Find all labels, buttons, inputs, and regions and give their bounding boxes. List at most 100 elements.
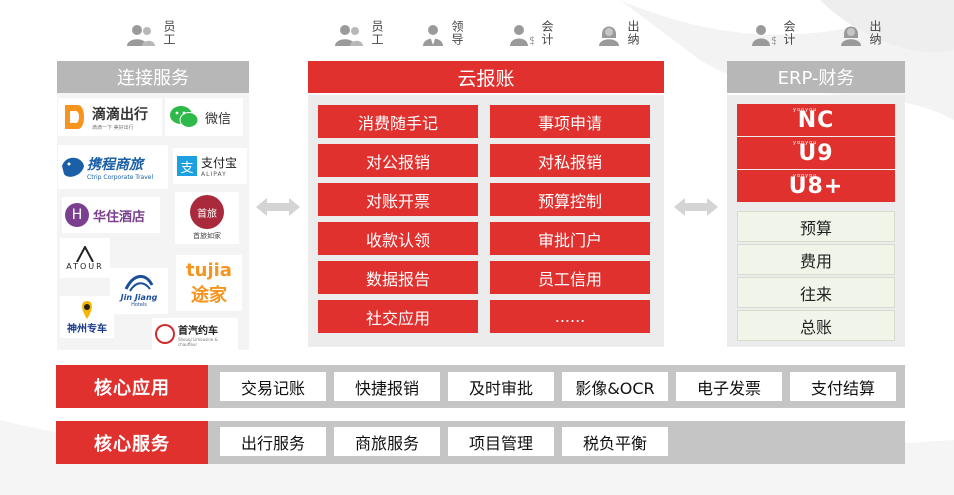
logo-shouluu: 首旅 首旅如家 bbox=[175, 192, 239, 244]
feature-personal-reimbursement[interactable]: 对私报销 bbox=[490, 144, 650, 177]
nc-brand: yonyou bbox=[793, 107, 818, 113]
roles-center: 员工 领导 $ 会计 出纳 bbox=[334, 20, 686, 46]
role-label: 员工 bbox=[162, 20, 176, 46]
feature-budget-control[interactable]: 预算控制 bbox=[490, 183, 650, 216]
role-accountant: $ 会计 bbox=[510, 20, 598, 46]
core-services-title: 核心服务 bbox=[56, 421, 208, 464]
employee-icon bbox=[127, 25, 155, 46]
wechat-name: 微信 bbox=[205, 111, 232, 127]
shenzhou-pin-icon bbox=[82, 300, 92, 319]
core-app-transaction-booking[interactable]: 交易记账 bbox=[220, 372, 326, 401]
connect-services-title: 连接服务 bbox=[57, 61, 249, 93]
logo-shenzhou: 神州专车 bbox=[60, 296, 114, 338]
didi-slogan: 滴滴一下 美好出行 bbox=[92, 124, 134, 131]
shouluu-name: 首旅如家 bbox=[193, 232, 221, 240]
accountant-icon: $ bbox=[752, 25, 776, 46]
feature-payment-claim[interactable]: 收款认领 bbox=[318, 222, 478, 255]
feature-approval-portal[interactable]: 审批门户 bbox=[490, 222, 650, 255]
huazhu-name: 华住酒店 bbox=[93, 209, 146, 225]
erp-module-receivables-payables[interactable]: 往来 bbox=[737, 277, 895, 308]
product-u9: yonyou U9 bbox=[737, 137, 895, 169]
product-nc: yonyou NC bbox=[737, 104, 895, 136]
product-u8plus: yonyou U8+ bbox=[737, 170, 895, 202]
erp-module-general-ledger[interactable]: 总账 bbox=[737, 310, 895, 341]
core-app-instant-approval[interactable]: 及时审批 bbox=[448, 372, 554, 401]
nc-name: NC bbox=[797, 107, 835, 133]
employee-icon bbox=[335, 25, 363, 46]
feature-expense-notes[interactable]: 消费随手记 bbox=[318, 105, 478, 138]
shouluu-seal-icon: 首旅 bbox=[190, 195, 224, 229]
shenzhou-name: 神州专车 bbox=[67, 323, 107, 335]
erp-module-expense[interactable]: 费用 bbox=[737, 244, 895, 275]
svg-text:$: $ bbox=[771, 34, 776, 46]
core-app-quick-reimbursement[interactable]: 快捷报销 bbox=[334, 372, 440, 401]
logo-wechat: 微信 bbox=[165, 98, 243, 136]
cashier-icon bbox=[599, 26, 619, 46]
u8-brand: yonyou bbox=[793, 173, 818, 179]
double-arrow-icon bbox=[256, 198, 300, 216]
role-label: 出纳 bbox=[626, 20, 640, 46]
role-label: 出纳 bbox=[868, 20, 882, 46]
cloud-expense-title: 云报账 bbox=[308, 61, 664, 93]
logo-shouqi: 首汽约车 Shouqi Limousine & chauffeur bbox=[152, 318, 238, 350]
jinjiang-logo-icon bbox=[124, 274, 154, 292]
logo-jinjiang: Jin Jiang Hotels bbox=[110, 268, 168, 314]
feature-social-apps[interactable]: 社交应用 bbox=[318, 300, 478, 333]
logo-tujia: tujia 途家 bbox=[176, 255, 242, 311]
role-cashier: 出纳 bbox=[598, 20, 686, 46]
double-arrow-icon bbox=[674, 198, 718, 216]
core-service-project-management[interactable]: 项目管理 bbox=[448, 427, 554, 456]
ctrip-sub: Ctrip Corporate Travel bbox=[87, 173, 154, 181]
feature-more[interactable]: ...... bbox=[490, 300, 650, 333]
didi-name: 滴滴出行 bbox=[92, 106, 148, 123]
wechat-logo-icon bbox=[170, 106, 199, 128]
didi-logo-icon bbox=[65, 105, 84, 129]
logo-atour: ATOUR bbox=[60, 238, 110, 278]
ctrip-dolphin-icon bbox=[62, 157, 84, 177]
tujia-name: tujia bbox=[186, 259, 232, 281]
role-employee: 员工 bbox=[334, 20, 422, 46]
tujia-cn-name: 途家 bbox=[191, 284, 227, 306]
atour-name: ATOUR bbox=[66, 261, 104, 271]
shouqi-sub: Shouqi Limousine & chauffeur bbox=[177, 336, 218, 347]
role-cashier: 出纳 bbox=[840, 20, 928, 46]
role-leader: 领导 bbox=[422, 20, 510, 46]
feature-reconciliation-invoicing[interactable]: 对账开票 bbox=[318, 183, 478, 216]
core-apps-title: 核心应用 bbox=[56, 365, 208, 408]
erp-module-budget[interactable]: 预算 bbox=[737, 211, 895, 242]
ctrip-name: 携程商旅 bbox=[87, 156, 143, 173]
shouqi-name: 首汽约车 bbox=[177, 325, 218, 337]
feature-data-report[interactable]: 数据报告 bbox=[318, 261, 478, 294]
logo-ctrip: 携程商旅 Ctrip Corporate Travel bbox=[58, 145, 168, 189]
huazhu-logo-icon: H bbox=[65, 203, 89, 227]
u8-name: U8+ bbox=[788, 173, 844, 199]
role-label: 领导 bbox=[450, 20, 464, 46]
role-accountant: $ 会计 bbox=[752, 20, 840, 46]
alipay-logo-icon: 支 bbox=[177, 156, 197, 176]
core-app-payment-settlement[interactable]: 支付结算 bbox=[790, 372, 896, 401]
shouqi-logo-icon bbox=[155, 324, 175, 344]
role-employee: 员工 bbox=[126, 20, 214, 46]
role-label: 会计 bbox=[782, 20, 796, 46]
roles-right: $ 会计 出纳 bbox=[752, 20, 928, 46]
core-service-tax-balance[interactable]: 税负平衡 bbox=[562, 427, 668, 456]
accountant-icon: $ bbox=[510, 25, 534, 46]
alipay-sub: ALIPAY bbox=[201, 171, 227, 178]
cashier-icon bbox=[841, 26, 861, 46]
erp-finance-title: ERP-财务 bbox=[727, 61, 905, 93]
logo-huazhu: H 华住酒店 bbox=[62, 197, 160, 233]
role-label: 会计 bbox=[540, 20, 554, 46]
feature-corporate-reimbursement[interactable]: 对公报销 bbox=[318, 144, 478, 177]
feature-item-request[interactable]: 事项申请 bbox=[490, 105, 650, 138]
core-service-business-travel[interactable]: 商旅服务 bbox=[334, 427, 440, 456]
roles-left: 员工 bbox=[126, 20, 214, 46]
core-app-image-ocr[interactable]: 影像&OCR bbox=[562, 372, 668, 401]
logo-didi: 滴滴出行 滴滴一下 美好出行 bbox=[58, 98, 162, 136]
leader-icon bbox=[423, 25, 443, 46]
core-service-travel[interactable]: 出行服务 bbox=[220, 427, 326, 456]
feature-employee-credit[interactable]: 员工信用 bbox=[490, 261, 650, 294]
logo-alipay: 支 支付宝 ALIPAY bbox=[173, 148, 247, 184]
core-app-e-invoice[interactable]: 电子发票 bbox=[676, 372, 782, 401]
atour-logo-icon bbox=[76, 245, 94, 262]
jinjiang-name: Jin Jiang bbox=[120, 292, 158, 302]
